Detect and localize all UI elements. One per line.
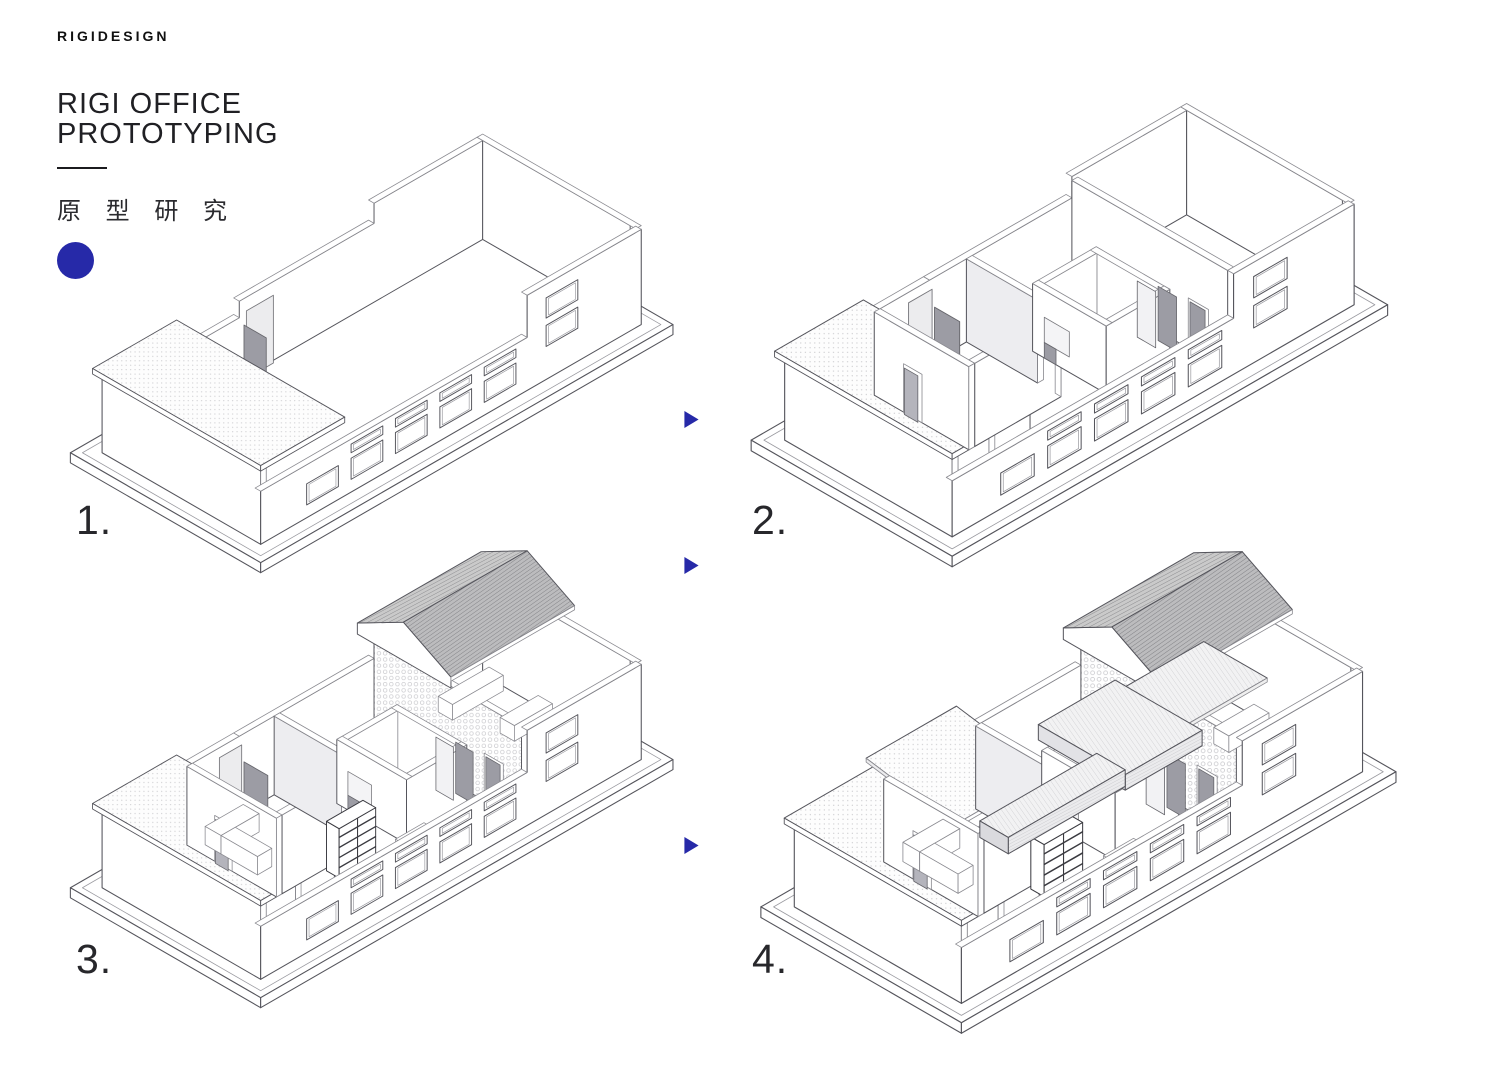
flow-arrow-icon: [684, 557, 699, 574]
stage-4-label: 4.: [752, 936, 789, 982]
brand-logo: RIGIDESIGN: [57, 28, 170, 44]
stage-2-label: 2.: [752, 497, 789, 543]
divider-rule: [57, 167, 107, 170]
accent-dot-icon: [57, 242, 94, 280]
header: RIGIDESIGN RIGI OFFICE PROTOTYPING 原 型 研…: [57, 28, 279, 280]
stage-1-drawing: [69, 133, 674, 574]
title-line-2: PROTOTYPING: [57, 117, 279, 150]
stage-4-drawing: [760, 551, 1397, 1034]
stage-3-drawing: [69, 550, 674, 1009]
stage-3-label: 3.: [76, 936, 113, 982]
title-line-1: RIGI OFFICE: [57, 88, 242, 120]
page-title: RIGI OFFICE PROTOTYPING: [57, 88, 279, 150]
subtitle-chinese: 原 型 研 究: [57, 198, 237, 226]
stage-2-drawing: [750, 103, 1389, 568]
stage-1-label: 1.: [76, 497, 113, 543]
flow-arrow-icon: [684, 411, 699, 428]
flow-arrow-icon: [684, 837, 699, 854]
